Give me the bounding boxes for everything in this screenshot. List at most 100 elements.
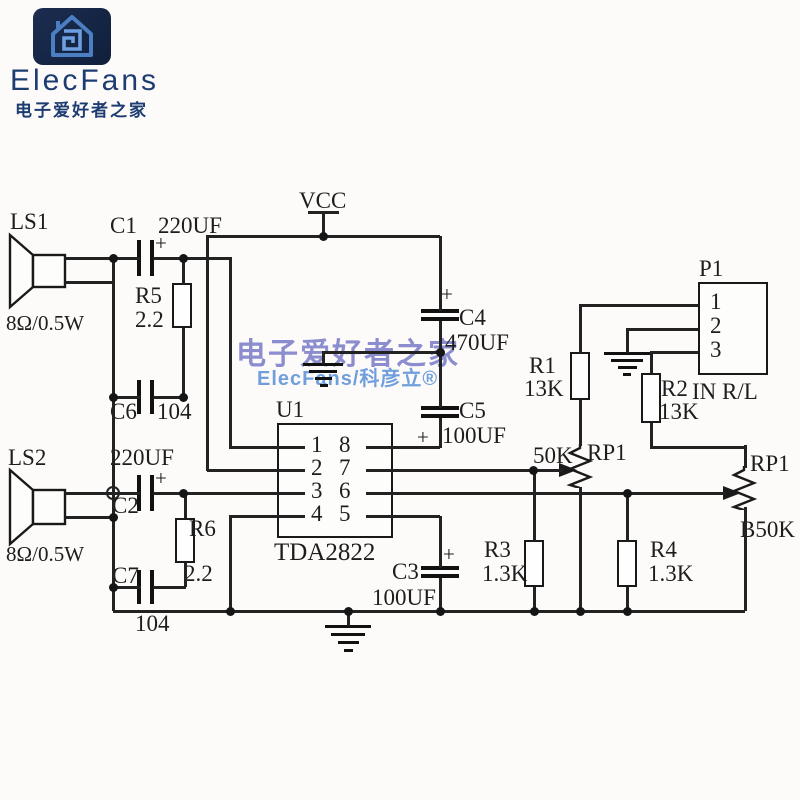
p1-pin-2: 2 [710,313,722,338]
label-ls2: LS2 [8,445,47,470]
junction-dot [108,392,118,402]
label-r4: R4 [650,537,677,562]
wire-segment [229,446,278,449]
polarity-plus: + [417,425,429,449]
label-r5-value: 2.2 [135,307,164,332]
wire-segment [579,487,582,611]
watermark-line2: ElecFans/科彦立® [257,368,439,390]
resistor-r5-body [172,283,192,328]
wire-segment [65,281,113,284]
wire-segment [366,469,394,472]
wire-segment [153,257,230,260]
wire-segment [366,515,394,518]
wire-segment [112,257,115,611]
label-ls1: LS1 [10,209,49,234]
wire-segment [113,586,141,589]
junction-dot [529,606,539,616]
label-rp1-right: RP1 [750,451,790,476]
wire-segment [393,446,440,449]
wire-segment [184,492,187,518]
junction-dot [108,512,118,522]
junction-dot [318,231,328,241]
wire-segment [182,257,185,284]
label-r2-value: 13K [659,399,699,424]
wire-segment [153,396,184,399]
resistor-r1-body [570,352,590,400]
ic-pin-7: 7 [339,455,351,480]
label-c3-value: 100UF [372,585,436,610]
polarity-plus: + [155,231,167,255]
label-c3: C3 [392,559,419,584]
junction-dot [575,606,585,616]
polarity-plus: + [155,466,167,490]
label-c2-value: 220UF [110,445,174,470]
label-r3-value: 1.3K [482,561,528,586]
capacitor-c6-plate [150,380,154,414]
junction-dot [108,253,118,263]
brand-text: ElecFans [10,64,160,97]
p1-pin-3: 3 [710,337,722,362]
speaker-ls2-icon [8,467,67,547]
label-r5: R5 [135,283,162,308]
wire-segment [278,469,305,472]
ic-pin-6: 6 [339,478,351,503]
wire-segment [184,563,187,587]
wire-segment [347,610,350,626]
junction-dot [435,347,445,357]
ic-pin-5: 5 [339,501,351,526]
label-c5-value: 100UF [442,423,506,448]
label-u1-part: TDA2822 [274,539,376,566]
junction-dot [435,606,445,616]
ic-u1-body [277,423,393,538]
wire-segment [626,587,629,611]
label-ls1-value: 8Ω/0.5W [6,311,85,335]
label-ls2-value: 8Ω/0.5W [6,542,85,566]
junction-dot [343,606,353,616]
junction-dot [178,253,188,263]
capacitor-c1-plate [150,240,154,276]
ic-pin-8: 8 [339,432,351,457]
label-rp1-left-value: 50K [533,443,573,468]
wire-segment [579,400,582,446]
wire-segment [113,610,745,613]
wire-segment [366,492,394,495]
ic-pin-3: 3 [311,478,323,503]
wire-segment [651,351,698,354]
wire-segment [650,423,653,447]
wire-segment [322,351,325,364]
wire-segment [229,515,278,518]
wire-segment [579,304,582,353]
label-c1: C1 [110,213,137,238]
label-vcc: VCC [299,188,347,213]
junction-dot [178,488,188,498]
polarity-plus: + [441,282,453,306]
brand-tagline: 电子爱好者之家 [15,101,148,120]
label-c7-value: 104 [135,611,170,636]
label-r6-value: 2.2 [184,561,213,586]
speaker-ls1-icon [8,232,67,310]
label-u1: U1 [276,397,305,422]
wire-segment [393,515,440,518]
label-c5: C5 [459,398,486,423]
elecfans-logo [33,8,111,65]
label-c4-value: 470UF [445,330,509,355]
ic-pin-2: 2 [311,455,323,480]
wire-segment [366,446,394,449]
label-r2: R2 [661,376,688,401]
wire-segment [439,321,442,408]
ic-pin-4: 4 [311,501,323,526]
resistor-r2-body [641,373,661,423]
junction-dot [108,582,118,592]
wire-segment [650,446,746,449]
resistor-r4-body [617,540,637,587]
junction-dot [528,465,538,475]
wire-segment [65,492,140,495]
label-c6-value: 104 [157,399,192,424]
label-r1-value: 13K [524,376,564,401]
potentiometer-rp1-left-zigzag [566,444,594,488]
wire-segment [323,351,440,354]
wire-segment [182,328,185,397]
label-r6: R6 [189,516,216,541]
wire-segment [278,446,305,449]
junction-dot [622,488,632,498]
